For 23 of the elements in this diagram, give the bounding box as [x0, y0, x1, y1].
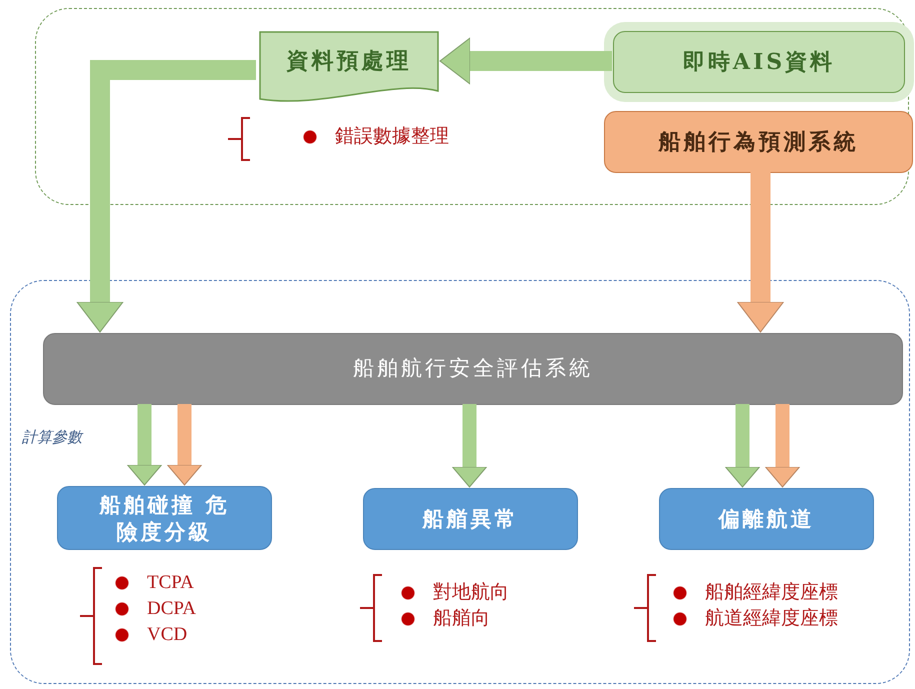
- document-shape: [259, 31, 439, 105]
- node-label: 資料預處理: [286, 47, 412, 76]
- process-box: [659, 488, 874, 550]
- node-label: 船舶碰撞 危險度分級: [98, 490, 231, 546]
- node-label: 船舶行為預測系統: [658, 128, 858, 156]
- block-arrow: [452, 404, 487, 488]
- system-bar: [43, 333, 903, 405]
- block-arrow: [737, 172, 784, 332]
- dashed-group-frame: [10, 280, 910, 684]
- block-arrow: [440, 38, 612, 84]
- block-arrow: [167, 404, 202, 486]
- block-arrow: [127, 404, 162, 486]
- note-text: 計算參數: [22, 428, 82, 447]
- node-label: 偏離航道: [718, 505, 814, 533]
- block-arrow: [765, 404, 800, 488]
- process-box: [604, 111, 913, 173]
- node-label: 即時AIS資料: [682, 48, 836, 76]
- block-arrow: [76, 60, 256, 332]
- node-label: 船艏異常: [422, 505, 518, 533]
- block-arrow: [725, 404, 760, 488]
- node-label: 船舶航行安全評估系統: [353, 355, 593, 382]
- process-box: [57, 486, 272, 550]
- process-box: [363, 488, 578, 550]
